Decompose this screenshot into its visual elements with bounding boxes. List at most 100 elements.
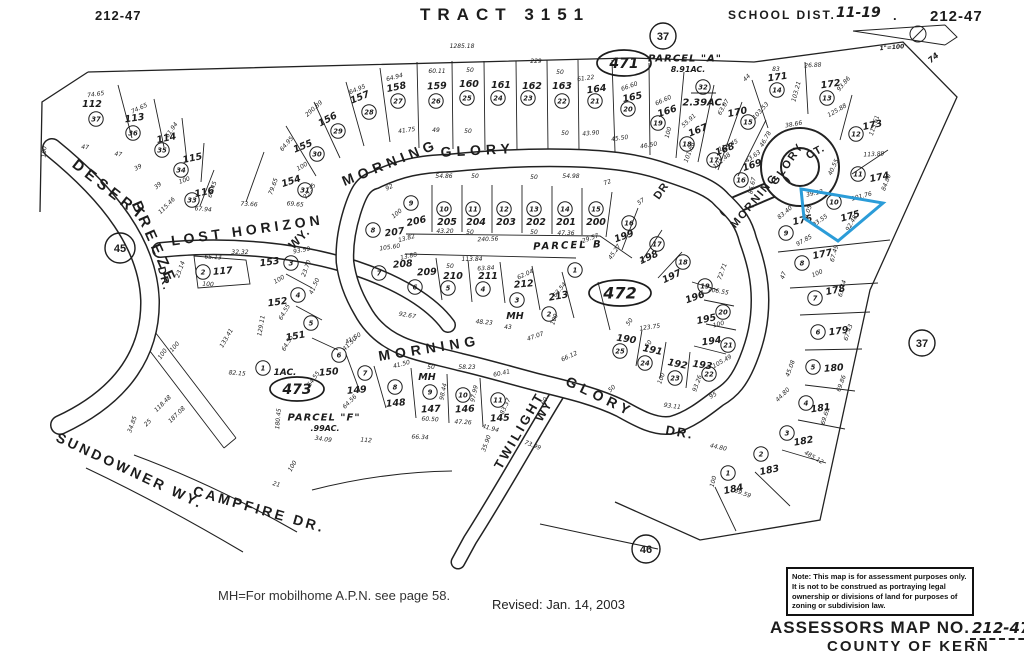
dimension-label: 485.12 bbox=[803, 449, 825, 466]
highlighted-parcel[interactable] bbox=[799, 187, 887, 243]
dimension-label: 229 bbox=[530, 58, 542, 65]
dimension-label: 47.07 bbox=[526, 330, 545, 343]
lot-number-label: 196 bbox=[684, 289, 707, 306]
dimension-label: 105.49 bbox=[711, 353, 733, 370]
dimension-label: 54.98 bbox=[562, 173, 579, 180]
parcel-label: PARCEL B bbox=[533, 239, 603, 252]
lot-circle bbox=[695, 79, 711, 95]
lot-circle bbox=[125, 125, 141, 141]
dimension-label: 105.60 bbox=[379, 243, 401, 253]
lot-number-label: 171 bbox=[767, 71, 788, 85]
dimension-label: 93.59 bbox=[293, 246, 311, 256]
lot-circle-number: 22 bbox=[557, 97, 567, 105]
block-number: 473 bbox=[281, 382, 311, 398]
lot-circle bbox=[290, 287, 306, 303]
map-boundary bbox=[87, 41, 958, 541]
revised-date: Revised: Jan. 14, 2003 bbox=[492, 597, 625, 612]
lot-number-label: 178 bbox=[825, 283, 847, 298]
lot-number-label: 176 bbox=[792, 213, 814, 228]
lot-number-label: 208 bbox=[392, 258, 413, 271]
lot-number-label: 212 bbox=[513, 278, 534, 291]
lot-number-label: 206 bbox=[406, 214, 428, 229]
lot-circle bbox=[675, 254, 691, 270]
dimension-label: 45.27 bbox=[607, 243, 623, 261]
dimension-label: 100 bbox=[811, 268, 825, 279]
dimension-label: 44 bbox=[742, 73, 752, 83]
lot-circle bbox=[436, 201, 452, 217]
dimension-label: 86.67 bbox=[747, 176, 757, 194]
lot-number-label: 190 bbox=[616, 333, 638, 347]
dimension-label: 103.21 bbox=[790, 81, 802, 103]
lot-circle-number: 11 bbox=[493, 396, 502, 404]
lot-number-label: 149 bbox=[346, 384, 367, 397]
page-reference-number: 37 bbox=[657, 31, 669, 43]
lot-circle-number: 36 bbox=[128, 129, 138, 137]
lot-circle-number: 9 bbox=[428, 388, 433, 396]
block-number-ellipse bbox=[596, 49, 652, 77]
dimension-label: 50 bbox=[427, 364, 435, 371]
lot-number-label: 160 bbox=[459, 79, 479, 90]
parcel-label: .99AC. bbox=[310, 424, 339, 433]
dimension-label: 61.22 bbox=[577, 74, 595, 83]
lot-circle bbox=[779, 425, 795, 441]
dimension-label: 60.50 bbox=[421, 416, 439, 424]
lot-circle bbox=[753, 446, 769, 462]
dimension-label: 47.36 bbox=[557, 230, 574, 237]
dimension-label: 38.66 bbox=[785, 120, 803, 130]
parcel-lines bbox=[39, 41, 958, 553]
lot-number-label: 173 bbox=[862, 118, 884, 133]
mobilehome-note: MH=For mobilhome A.P.N. see page 58. bbox=[218, 588, 451, 603]
dimension-label: 118.48 bbox=[153, 394, 173, 414]
dimension-label: 34.09 bbox=[314, 435, 332, 444]
lot-circle bbox=[679, 136, 695, 152]
lot-circle-number: 2 bbox=[201, 268, 206, 276]
dimension-label: 43 bbox=[504, 324, 512, 331]
dimension-label: 26.88 bbox=[804, 62, 822, 70]
lot-circle bbox=[850, 166, 866, 182]
lot-number-label: 180 bbox=[823, 362, 844, 375]
dimension-label: 92.67 bbox=[398, 311, 416, 321]
dimension-label: 50 bbox=[644, 339, 654, 349]
lot-circle-number: 32 bbox=[698, 83, 708, 91]
lot-circle bbox=[697, 278, 713, 294]
lot-number-label: 172 bbox=[820, 78, 842, 92]
lot-circle bbox=[819, 90, 835, 106]
block-number-ellipse bbox=[588, 279, 652, 307]
page-title: TRACT 3151 bbox=[420, 5, 591, 24]
lot-number-label: 115 bbox=[182, 151, 204, 166]
lot-circle-number: 26 bbox=[431, 97, 441, 105]
map-boundary-left bbox=[39, 71, 89, 213]
dimension-label: 67.94 bbox=[194, 205, 212, 213]
lot-circle-number: 28 bbox=[364, 108, 374, 116]
lot-circle bbox=[357, 365, 373, 381]
lot-circle bbox=[490, 392, 506, 408]
lot-circle bbox=[526, 201, 542, 217]
lot-number-label: 183 bbox=[759, 463, 781, 478]
dimension-label: 69.65 bbox=[286, 200, 304, 208]
dimension-label: 113.84 bbox=[462, 256, 483, 263]
dimension-label: 49 bbox=[432, 127, 440, 134]
dimension-label: 50 bbox=[466, 229, 474, 236]
lot-number-label: 146 bbox=[455, 403, 476, 415]
lot-circle bbox=[465, 201, 481, 217]
lot-circle-number: 18 bbox=[682, 140, 692, 148]
lot-circle bbox=[496, 201, 512, 217]
dimension-label: 47 bbox=[779, 271, 788, 281]
dimension-label: 100 bbox=[178, 175, 191, 186]
dimension-label: 21 bbox=[272, 480, 281, 489]
lot-circle-number: 27 bbox=[393, 97, 403, 105]
lot-circle bbox=[303, 315, 319, 331]
dimension-label: 50 bbox=[530, 229, 538, 236]
lot-circle-number: 31 bbox=[300, 186, 309, 194]
lot-circle-number: 13 bbox=[822, 94, 832, 102]
block-number-ellipse bbox=[269, 376, 325, 402]
lot-circle bbox=[740, 114, 756, 130]
lot-circle-number: 4 bbox=[481, 285, 486, 293]
dimension-label: 100 bbox=[549, 313, 560, 326]
lot-circle-number: 16 bbox=[736, 176, 746, 184]
lot-circle bbox=[621, 215, 637, 231]
dimension-label: 58.23 bbox=[458, 364, 475, 371]
lot-circle-number: 17 bbox=[652, 240, 662, 248]
lot-circle bbox=[371, 265, 387, 281]
dimension-label: 97.99 bbox=[469, 384, 479, 402]
